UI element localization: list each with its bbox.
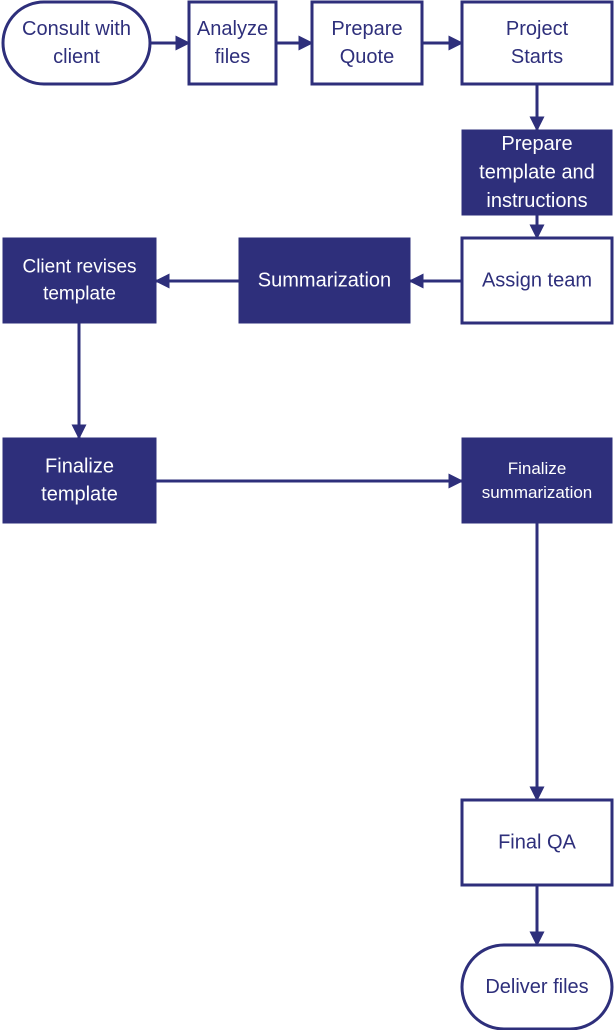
node-finalize-summarization: Finalize summarization — [461, 437, 613, 524]
node-box — [187, 0, 278, 86]
node-box — [460, 798, 614, 887]
node-label-line: Final QA — [498, 832, 576, 854]
node-box — [2, 237, 157, 324]
node-label-line: Quote — [340, 46, 394, 68]
node-label-line: files — [215, 46, 251, 68]
node-finalize-template: Finalize template — [2, 437, 157, 524]
node-label-line: instructions — [486, 190, 587, 212]
node-label-line: Assign team — [482, 270, 592, 292]
node-deliver: Deliver files — [460, 943, 614, 1030]
connector-layer — [71, 35, 545, 947]
node-label-line: Finalize — [45, 455, 114, 477]
node-box — [460, 943, 614, 1030]
node-label-line: Prepare — [331, 18, 402, 40]
node-box — [310, 0, 424, 86]
node-label-line: client — [53, 46, 100, 68]
node-box — [461, 129, 613, 216]
node-label-line: Summarization — [258, 270, 391, 292]
node-label-line: Starts — [511, 46, 563, 68]
node-label-line: Deliver files — [485, 976, 588, 998]
node-label-line: Analyze — [197, 18, 268, 40]
node-label-line: template and — [479, 162, 595, 184]
node-template: Prepare template and instructions — [461, 129, 613, 216]
node-box — [2, 437, 157, 524]
node-client-revises: Client revises template — [2, 237, 157, 324]
node-analyze: Analyze files — [187, 0, 278, 86]
node-label-line: summarization — [482, 483, 593, 502]
node-label-line: Project — [506, 18, 569, 40]
node-consult: Consult with client — [1, 0, 152, 86]
node-box — [1, 0, 152, 86]
node-box — [461, 437, 613, 524]
node-box — [238, 237, 411, 324]
node-label-line: template — [41, 484, 118, 506]
node-label-line: Consult with — [22, 18, 131, 40]
node-box — [460, 236, 614, 325]
node-assign: Assign team — [460, 236, 614, 325]
node-label-line: Client revises — [22, 257, 136, 278]
node-summarization: Summarization — [238, 237, 411, 324]
node-final-qa: Final QA — [460, 798, 614, 887]
node-box — [460, 0, 614, 86]
node-label-line: Prepare — [501, 133, 572, 155]
node-label-line: template — [43, 283, 116, 304]
node-label-line: Finalize — [508, 459, 567, 478]
